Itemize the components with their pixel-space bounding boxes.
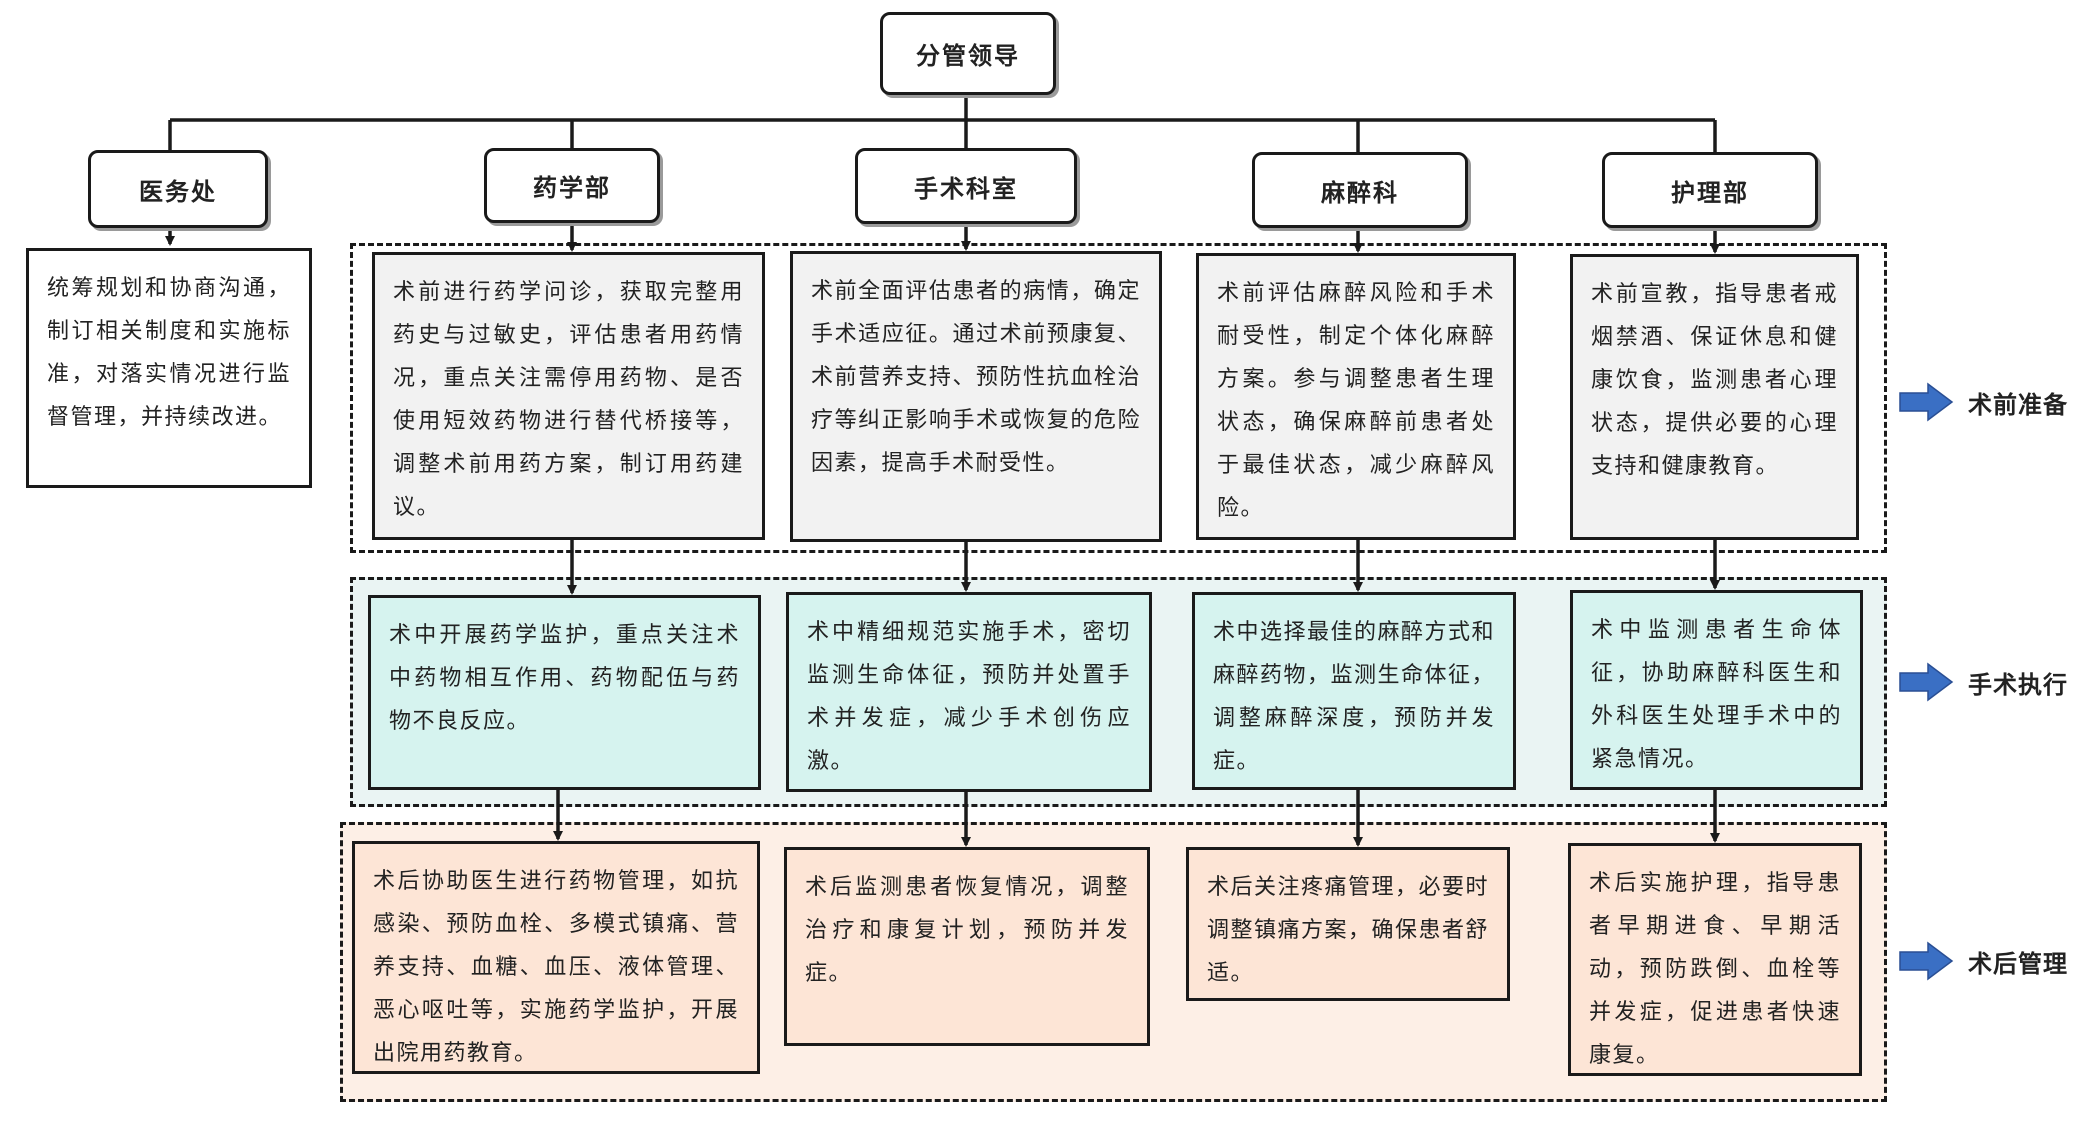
anesthesia-postop-box: 术后关注疼痛管理，必要时调整镇痛方案，确保患者舒适。	[1186, 847, 1510, 1001]
surgery-preop-text: 术前全面评估患者的病情，确定手术适应征。通过术前预康复、术前营养支持、预防性抗血…	[811, 279, 1141, 476]
phase-label-postop: 术后管理	[1898, 941, 2068, 981]
leader-node: 分管领导	[880, 12, 1056, 95]
phase-postop-text: 术后管理	[1968, 949, 2068, 978]
anesthesia-intraop-box: 术中选择最佳的麻醉方式和麻醉药物，监测生命体征，调整麻醉深度，预防并发症。	[1192, 592, 1516, 790]
anesthesia-label: 麻醉科	[1321, 178, 1399, 207]
surgery-postop-box: 术后监测患者恢复情况，调整治疗和康复计划，预防并发症。	[784, 847, 1150, 1046]
department-surgery: 手术科室	[855, 148, 1077, 224]
leader-label: 分管领导	[916, 42, 1020, 70]
nursing-preop-box: 术前宣教，指导患者戒烟禁酒、保证休息和健康饮食，监测患者心理状态，提供必要的心理…	[1570, 254, 1859, 540]
pharmacy-postop-text: 术后协助医生进行药物管理，如抗感染、预防血栓、多模式镇痛、营养支持、血糖、血压、…	[373, 869, 739, 1066]
nursing-preop-text: 术前宣教，指导患者戒烟禁酒、保证休息和健康饮食，监测患者心理状态，提供必要的心理…	[1591, 282, 1838, 479]
pharmacy-label: 药学部	[533, 174, 611, 202]
surgery-label: 手术科室	[914, 174, 1018, 203]
anesthesia-preop-box: 术前评估麻醉风险和手术耐受性，制定个体化麻醉方案。参与调整患者生理状态，确保麻醉…	[1196, 253, 1516, 540]
anesthesia-postop-text: 术后关注疼痛管理，必要时调整镇痛方案，确保患者舒适。	[1207, 875, 1490, 986]
surgery-postop-text: 术后监测患者恢复情况，调整治疗和康复计划，预防并发症。	[805, 875, 1129, 986]
department-nursing: 护理部	[1602, 152, 1818, 228]
nursing-intraop-box: 术中监测患者生命体征，协助麻醉科医生和外科医生处理手术中的紧急情况。	[1570, 590, 1863, 790]
anesthesia-preop-text: 术前评估麻醉风险和手术耐受性，制定个体化麻醉方案。参与调整患者生理状态，确保麻醉…	[1217, 281, 1495, 521]
anesthesia-intraop-text: 术中选择最佳的麻醉方式和麻醉药物，监测生命体征，调整麻醉深度，预防并发症。	[1213, 620, 1496, 774]
phase-intraop-text: 手术执行	[1968, 670, 2068, 699]
pharmacy-intraop-text: 术中开展药学监护，重点关注术中药物相互作用、药物配伍与药物不良反应。	[389, 623, 740, 734]
pharmacy-intraop-box: 术中开展药学监护，重点关注术中药物相互作用、药物配伍与药物不良反应。	[368, 595, 761, 790]
surgery-intraop-box: 术中精细规范实施手术，密切监测生命体征，预防并处置手术并发症，减少手术创伤应激。	[786, 592, 1152, 792]
department-medical-affairs: 医务处	[88, 150, 268, 228]
pharmacy-preop-text: 术前进行药学问诊，获取完整用药史与过敏史，评估患者用药情况，重点关注需停用药物、…	[393, 280, 744, 520]
nursing-postop-box: 术后实施护理，指导患者早期进食、早期活动，预防跌倒、血栓等并发症，促进患者快速康…	[1568, 843, 1862, 1076]
department-pharmacy: 药学部	[484, 148, 660, 223]
pharmacy-preop-box: 术前进行药学问诊，获取完整用药史与过敏史，评估患者用药情况，重点关注需停用药物、…	[372, 252, 765, 540]
phase-preop-text: 术前准备	[1968, 390, 2068, 419]
nursing-postop-text: 术后实施护理，指导患者早期进食、早期活动，预防跌倒、血栓等并发症，促进患者快速康…	[1589, 871, 1841, 1068]
nursing-intraop-text: 术中监测患者生命体征，协助麻醉科医生和外科医生处理手术中的紧急情况。	[1591, 618, 1842, 772]
surgery-preop-box: 术前全面评估患者的病情，确定手术适应征。通过术前预康复、术前营养支持、预防性抗血…	[790, 251, 1162, 542]
medical-affairs-desc: 统筹规划和协商沟通，制订相关制度和实施标准，对落实情况进行监督管理，并持续改进。	[47, 276, 291, 430]
surgery-intraop-text: 术中精细规范实施手术，密切监测生命体征，预防并处置手术并发症，减少手术创伤应激。	[807, 620, 1131, 774]
department-anesthesia: 麻醉科	[1252, 152, 1468, 228]
right-arrow-icon	[1899, 382, 1954, 422]
phase-label-intraop: 手术执行	[1898, 662, 2068, 702]
medical-affairs-desc-box: 统筹规划和协商沟通，制订相关制度和实施标准，对落实情况进行监督管理，并持续改进。	[26, 248, 312, 488]
nursing-label: 护理部	[1671, 178, 1749, 207]
right-arrow-icon	[1899, 941, 1954, 981]
phase-label-preop: 术前准备	[1898, 382, 2068, 422]
medical-affairs-label: 医务处	[139, 177, 217, 206]
right-arrow-icon	[1899, 662, 1954, 702]
pharmacy-postop-box: 术后协助医生进行药物管理，如抗感染、预防血栓、多模式镇痛、营养支持、血糖、血压、…	[352, 841, 760, 1074]
